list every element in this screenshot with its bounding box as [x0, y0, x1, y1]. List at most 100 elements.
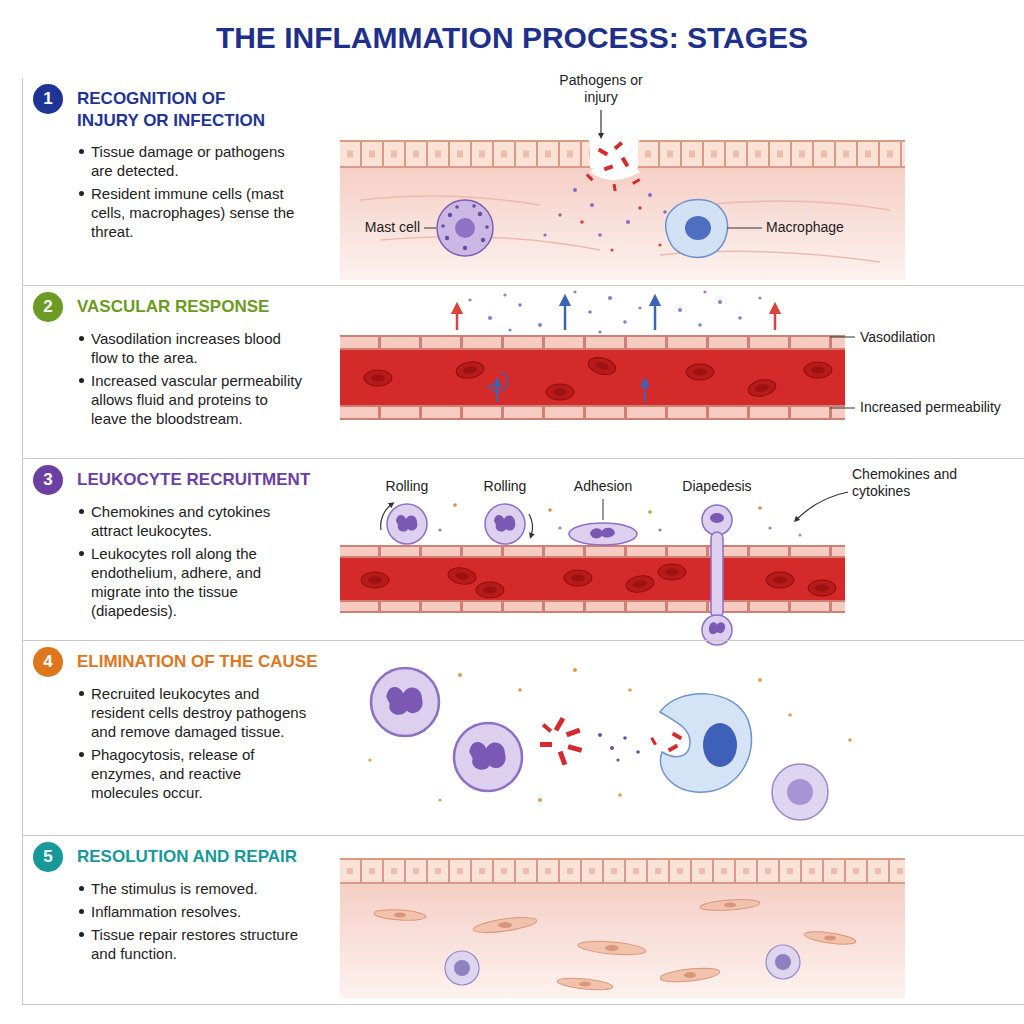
injury-scene	[573, 188, 577, 192]
bullet-item: The stimulus is removed.	[77, 879, 307, 898]
leukocyte-migration	[768, 526, 771, 529]
vessel-dilation	[686, 364, 714, 380]
stage-band: ELIMINATION OF THE CAUSERecruited leukoc…	[22, 640, 1024, 835]
injury-scene	[598, 233, 602, 237]
injury-scene	[437, 200, 493, 256]
phagocytosis-scene	[438, 798, 441, 801]
vessel-dilation	[678, 308, 682, 312]
leukocyte-migration	[658, 564, 686, 580]
bullet-text: Recruited leukocytes and resident cells …	[91, 685, 306, 740]
bullet-dot	[79, 378, 84, 383]
phagocytosis-scene	[554, 717, 565, 732]
bullet-dot	[79, 932, 84, 937]
step-number: 5	[43, 847, 52, 866]
vessel-dilation	[546, 384, 574, 400]
vessel-dilation	[698, 323, 702, 327]
phagocytosis-scene	[628, 688, 632, 692]
phagocytosis-scene	[787, 779, 813, 805]
bullet-list: Vasodilation increases blood flow to the…	[77, 329, 307, 432]
vessel-dilation	[598, 330, 601, 333]
phagocytosis-scene	[518, 688, 522, 692]
leukocyte-migration	[340, 600, 845, 613]
repaired-tissue	[579, 982, 591, 987]
leukocyte-migration	[808, 580, 836, 596]
leukocyte-migration	[548, 508, 552, 512]
injury-scene	[580, 220, 584, 224]
title: THE INFLAMMATION PROCESS: STAGES	[0, 20, 1024, 56]
repaired-tissue	[684, 972, 696, 978]
bullet-item: Chemokines and cytokines attract leukocy…	[77, 502, 307, 540]
bullet-item: Vasodilation increases blood flow to the…	[77, 329, 307, 367]
vessel-dilation	[718, 300, 722, 304]
leukocyte-migration	[603, 499, 604, 520]
vessel-dilation	[455, 360, 485, 381]
leukocyte-migration	[340, 547, 845, 556]
vessel-dilation	[804, 362, 832, 378]
injury-scene	[604, 164, 614, 171]
injury-scene	[610, 248, 613, 251]
step-number-circle: 2	[33, 292, 63, 322]
phagocytosis-scene	[368, 668, 851, 802]
bullet-text: The stimulus is removed.	[91, 880, 258, 897]
bullet-dot	[79, 752, 84, 757]
bullet-text: Leukocytes roll along the endothelium, a…	[91, 545, 261, 619]
phagocytosis-scene	[848, 738, 852, 742]
bullet-text: Vasodilation increases blood flow to the…	[91, 330, 281, 366]
leukocyte-migration	[798, 533, 801, 536]
vessel-dilation	[758, 296, 761, 299]
phagocytosis-scene	[454, 723, 522, 791]
phagocytosis-scene	[458, 673, 462, 677]
vessel-dilation	[488, 296, 742, 334]
injury-scene	[638, 140, 905, 168]
callout-label: Rolling	[377, 478, 437, 495]
bullet-dot	[79, 191, 84, 196]
vessel-dilation	[488, 372, 508, 392]
bullet-dot	[79, 551, 84, 556]
phagocytosis-scene	[616, 758, 619, 761]
bullet-text: Resident immune cells (mast cells, macro…	[91, 185, 294, 240]
leukocyte-migration	[387, 504, 427, 544]
injury-scene	[455, 218, 475, 238]
vessel-dilation	[586, 355, 617, 378]
phagocytosis-scene	[540, 717, 582, 766]
bullet-dot	[79, 691, 84, 696]
repaired-tissue	[557, 976, 614, 992]
injury-scene	[658, 243, 661, 246]
phagocytosis-scene	[542, 723, 552, 732]
bullet-dot	[79, 336, 84, 341]
vessel-dilation	[340, 405, 845, 420]
phagocytosis-scene	[618, 793, 622, 797]
phagocytosis-scene	[558, 751, 567, 766]
step-number-circle: 1	[33, 84, 63, 114]
bullet-text: Phagocytosis, release of enzymes, and re…	[91, 746, 254, 801]
repaired-tissue	[445, 951, 479, 985]
step-number: 4	[43, 652, 52, 671]
phagocytosis-scene	[788, 713, 792, 717]
repaired-tissue	[340, 868, 905, 874]
vessel-dilation	[340, 407, 845, 418]
callout-label: Macrophage	[766, 219, 876, 236]
leukocyte-migration	[485, 504, 525, 544]
bullet-dot	[79, 886, 84, 891]
leukocyte-migration	[453, 503, 457, 507]
vessel-dilation	[738, 316, 742, 320]
phagocytosis-scene	[650, 737, 657, 745]
vessel-dilation	[364, 370, 392, 386]
vessel-dilation	[340, 290, 855, 420]
stage-heading: VASCULAR RESPONSE	[77, 296, 337, 318]
callout-label: Vasodilation	[860, 329, 980, 346]
injury-scene	[598, 148, 609, 156]
stage-heading: RECOGNITION OF INJURY OR INFECTION	[77, 88, 277, 132]
injury-scene	[588, 139, 640, 180]
leukocyte-migration	[766, 572, 794, 588]
injury-scene	[360, 196, 890, 262]
step-number: 1	[43, 89, 52, 108]
vessel-dilation	[573, 290, 576, 293]
leukocyte-migration	[340, 602, 845, 611]
leukocyte-migration	[381, 504, 392, 530]
vessel-dilation	[503, 293, 506, 296]
stage-heading: RESOLUTION AND REPAIR	[77, 846, 337, 868]
injury-scene	[638, 142, 905, 166]
vessel-dilation	[747, 377, 778, 398]
repaired-tissue	[775, 954, 791, 970]
